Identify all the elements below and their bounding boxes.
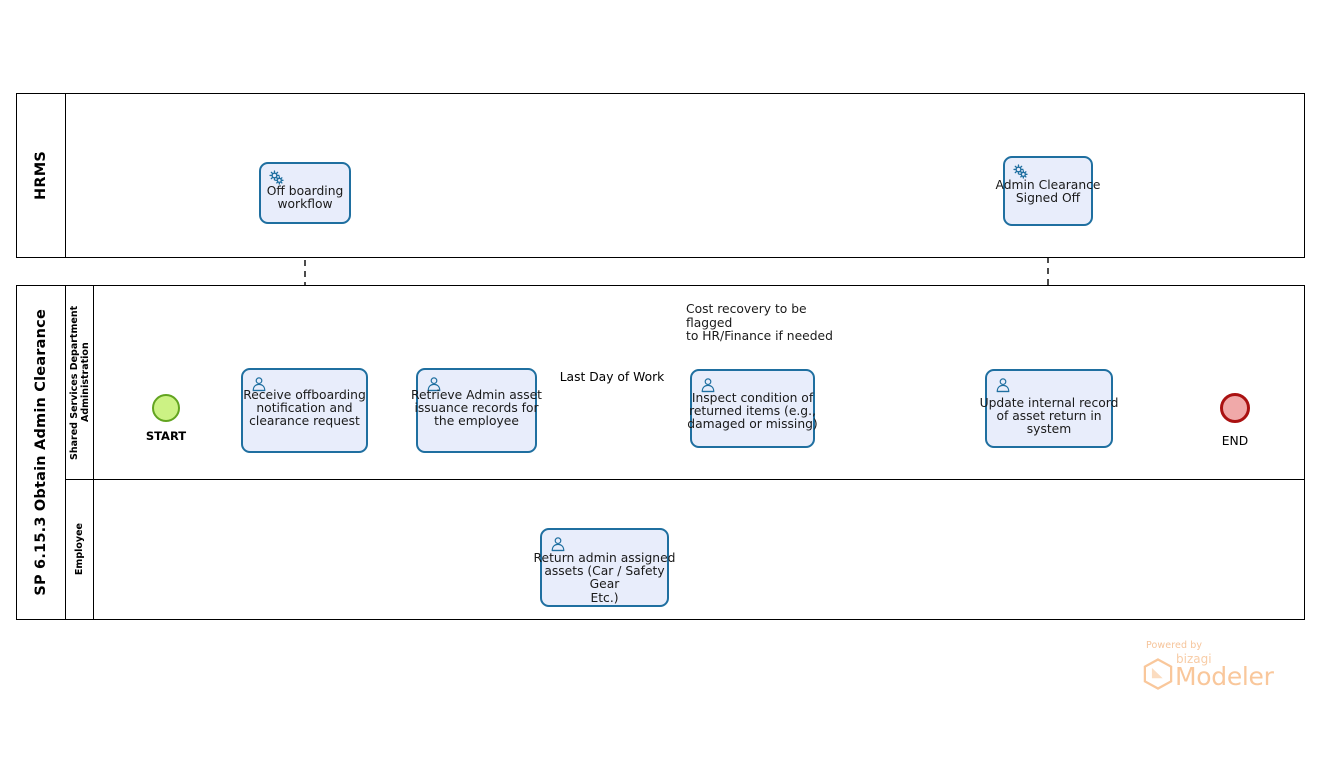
- end-event[interactable]: [1220, 393, 1250, 423]
- lane-shared-services-department-administration: Shared Services Department Administratio…: [66, 286, 1304, 479]
- text-annotation-cost-recovery: Cost recovery to be flagged to HR/Financ…: [686, 302, 833, 343]
- start-event-caption: START: [145, 429, 187, 443]
- task-return-admin-assigned-assets[interactable]: Return admin assigned assets (Car / Safe…: [534, 528, 675, 607]
- task-off-boarding-workflow[interactable]: Off boarding workflow: [259, 162, 351, 224]
- user-task-icon: [701, 378, 715, 393]
- task-update-internal-record[interactable]: Update internal record of asset return i…: [980, 369, 1118, 448]
- pool-obtain-admin-clearance-title: SP 6.15.3 Obtain Admin Clearance: [17, 286, 66, 619]
- bizagi-hexagon-logo-icon: [1143, 658, 1173, 690]
- timer-event-caption: Last Day of Work: [559, 370, 665, 384]
- powered-by-label: Powered by: [1146, 640, 1203, 651]
- task-admin-clearance-signed-off-label: Admin Clearance Signed Off: [995, 178, 1101, 206]
- end-event-caption: END: [1221, 434, 1249, 448]
- user-task-icon: [996, 378, 1010, 393]
- lane-employee: Employee: [66, 480, 1304, 619]
- task-return-admin-assigned-assets-label: Return admin assigned assets (Car / Safe…: [533, 550, 676, 605]
- task-inspect-condition-returned-items-label: Inspect condition of returned items (e.g…: [687, 390, 818, 432]
- user-task-icon: [427, 377, 441, 392]
- service-task-gear-icon: [1013, 164, 1028, 179]
- lane-divider: [66, 479, 1304, 480]
- task-retrieve-admin-asset-records[interactable]: Retrieve Admin asset issuance records fo…: [411, 368, 542, 453]
- modeler-wordmark: Modeler: [1175, 662, 1274, 691]
- bizagi-wordmark: bizagi: [1176, 652, 1212, 666]
- start-event[interactable]: [152, 394, 180, 422]
- user-task-icon: [551, 537, 565, 552]
- service-task-gear-icon: [269, 170, 284, 185]
- pool-hrms-title: HRMS: [17, 94, 66, 257]
- lane-label-employee: Employee: [66, 480, 94, 619]
- task-off-boarding-workflow-label: Off boarding workflow: [266, 184, 344, 212]
- task-receive-offboarding-notification[interactable]: Receive offboarding notification and cle…: [241, 368, 368, 453]
- lane-label-shared-services: Shared Services Department Administratio…: [66, 286, 94, 479]
- task-receive-offboarding-notification-label: Receive offboarding notification and cle…: [243, 387, 366, 429]
- user-task-icon: [252, 377, 266, 392]
- task-admin-clearance-signed-off[interactable]: Admin Clearance Signed Off: [996, 156, 1100, 226]
- pool-hrms: HRMS: [16, 93, 1305, 258]
- task-retrieve-admin-asset-records-label: Retrieve Admin asset issuance records fo…: [410, 387, 542, 429]
- task-inspect-condition-returned-items[interactable]: Inspect condition of returned items (e.g…: [687, 369, 818, 448]
- task-update-internal-record-label: Update internal record of asset return i…: [979, 395, 1119, 437]
- bizagi-modeler-branding: Powered by bizagi Modeler: [1143, 640, 1313, 695]
